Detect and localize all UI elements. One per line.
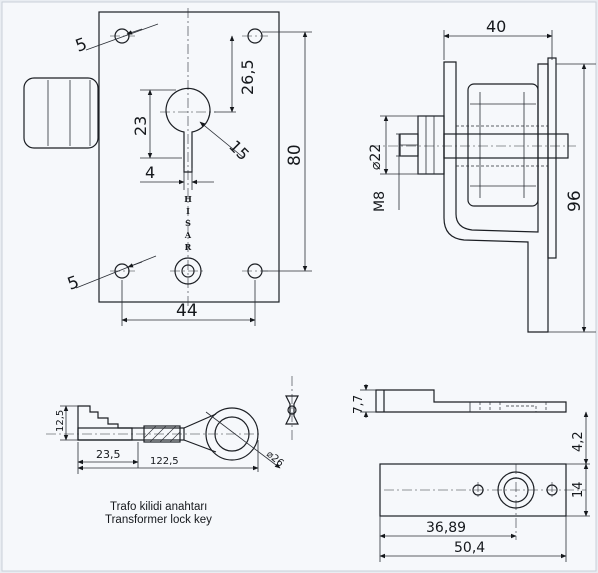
dim-key-thickness: 12,5 — [55, 410, 66, 432]
dim-width: 44 — [176, 301, 198, 321]
caption-turkish: Trafo kilidi anahtarı — [110, 501, 207, 513]
stamp-letter: R — [185, 242, 192, 252]
key-view: 12,5 23,5 122,5 ⌀26 Trafo kilidi anahtar… — [46, 376, 299, 526]
dim-side-height: 96 — [565, 190, 585, 212]
stamp-letter: S — [185, 218, 191, 228]
dim-key-length: 122,5 — [150, 456, 179, 467]
stamp-letter: I — [186, 206, 190, 216]
dim-bolt-length: 50,4 — [454, 540, 485, 556]
dim-slot-width: 4 — [145, 163, 155, 182]
plate-outline — [98, 11, 280, 303]
bolt-outer — [174, 257, 202, 285]
dim-bolt-hole-pos: 36,89 — [426, 520, 466, 536]
stamp-letter: H — [184, 194, 192, 204]
dim-shank-length: 23,5 — [96, 448, 121, 461]
stamp-text: H I S A R — [184, 194, 192, 252]
keyhole — [165, 87, 211, 173]
dim-height: 80 — [285, 144, 305, 166]
bolt-view: 7,7 4,2 14 36,89 50,4 — [351, 384, 590, 562]
housing-body — [467, 83, 539, 207]
dim-bolt-thickness: 7,7 — [351, 395, 365, 414]
caption-english: Transformer lock key — [105, 514, 212, 526]
dim-depth: 40 — [486, 17, 506, 36]
hole-top-left — [114, 28, 130, 44]
hole-bottom-left — [114, 263, 130, 279]
bolt-inner — [181, 264, 195, 278]
plate-view: H I S A R 5 26,5 80 23 15 4 — [23, 8, 312, 326]
dim-bolt-half-width: 4,2 — [571, 431, 586, 452]
dim-offset: 26,5 — [238, 59, 257, 95]
dim-thread: M8 — [372, 191, 388, 212]
dim-flange-dia: ⌀22 — [368, 144, 384, 170]
dim-bolt-width: 14 — [571, 481, 586, 498]
hole-top-right — [247, 28, 263, 44]
key-end-view — [285, 376, 299, 440]
cylinder-stub — [23, 77, 99, 149]
dim-slot-height: 23 — [131, 116, 150, 136]
stamp-letter: A — [184, 230, 192, 240]
side-view: 40 96 ⌀22 M8 — [368, 17, 596, 333]
